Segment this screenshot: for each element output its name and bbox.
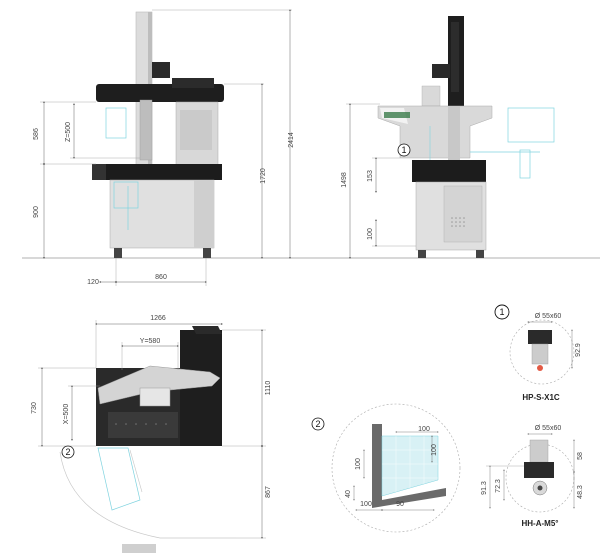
probe-two-58-label: 58: [577, 452, 584, 460]
dim-label-2414: 2414: [288, 132, 295, 148]
detail-two: 100 100 100 40 100 90 2: [311, 403, 461, 533]
dim-label-120: 120: [87, 279, 99, 286]
front-ram: [152, 62, 170, 78]
detail-two-bracket: [372, 424, 446, 508]
dim-label-900: 900: [33, 206, 40, 218]
front-beam-top: [172, 78, 214, 88]
probe-one-h-label: 92.9: [575, 343, 582, 357]
top-view: 1266 Y=580 730 X=500 1110 867 2: [31, 315, 272, 539]
probe-two-91-label: 91.3: [481, 481, 488, 495]
probe-two-joint-center: [537, 485, 543, 491]
front-bridge-beam: [96, 84, 224, 102]
side-foot-r: [476, 250, 484, 258]
side-base-panel: [443, 185, 483, 243]
dim-label-z: Z=500: [65, 122, 72, 142]
top-carriage: [139, 387, 171, 407]
marker-one-probe: [494, 304, 510, 320]
dim-label-730: 730: [31, 402, 38, 414]
side-view: 1498 153 100 1: [341, 16, 555, 259]
front-base-side: [194, 180, 214, 248]
probe-two-dia-label: Ø 55x60: [535, 425, 562, 432]
marker-two-top-label: 2: [65, 447, 70, 457]
dim-label-867: 867: [265, 486, 272, 498]
front-quill: [139, 99, 153, 161]
side-ram: [432, 64, 450, 78]
front-foot-left: [114, 248, 122, 258]
probe-two-body: [529, 439, 549, 463]
det-label-100b: 100: [355, 458, 362, 470]
top-ghost-arc: [59, 451, 236, 539]
dim-label-x: X=500: [63, 404, 70, 425]
side-vent: [451, 217, 465, 227]
marker-two-detail-label: 2: [315, 419, 320, 429]
dim-label-860: 860: [155, 274, 167, 281]
probe-one-tip: [537, 365, 543, 371]
det-label-40: 40: [345, 490, 352, 498]
probe-one-head: [528, 330, 552, 344]
top-table-inner: [108, 412, 178, 438]
front-table-top: [96, 164, 222, 180]
front-probe-ghost: [105, 107, 127, 139]
side-quill: [448, 106, 460, 162]
probe-two-name: HH-A-M5°: [522, 519, 559, 528]
probe-one-body: [531, 343, 549, 365]
side-logo: [384, 112, 410, 118]
front-probe-ghost-low: [113, 181, 139, 209]
side-ghost-probe: [519, 149, 531, 179]
detail-two-grid: [382, 436, 438, 492]
front-table-end: [92, 164, 106, 180]
probe-two-detail: Ø 55x60 58 91.3 72.3 48.3 HH-A-M5°: [481, 425, 584, 528]
dim-label-y: Y=580: [140, 338, 161, 345]
det-label-90: 90: [396, 501, 404, 508]
probe-one-detail: 1 Ø 55x60 92.9 HP-S-X1C: [494, 304, 582, 402]
side-table: [412, 160, 486, 182]
top-bridge: [97, 365, 221, 405]
scroll-indicator[interactable]: [122, 544, 156, 553]
top-ghost-line: [129, 449, 143, 493]
probe-two-48-label: 48.3: [577, 485, 584, 499]
probe-two-head: [524, 462, 554, 478]
front-bridge-inner: [180, 110, 212, 150]
side-column-face: [451, 22, 459, 92]
det-label-100d: 100: [360, 501, 372, 508]
probe-one-name: HP-S-X1C: [522, 393, 560, 402]
dim-label-1266: 1266: [150, 315, 166, 322]
top-column-cap: [192, 326, 222, 334]
det-label-100c: 100: [431, 444, 438, 456]
probe-two-72-label: 72.3: [495, 479, 502, 493]
side-probe-ghost: [507, 107, 555, 143]
side-carriage: [421, 85, 441, 107]
side-foot-l: [418, 250, 426, 258]
marker-one-side: [397, 143, 411, 157]
dim-label-100: 100: [367, 228, 374, 240]
dim-label-1110: 1110: [265, 381, 272, 396]
top-table-holes: [115, 423, 167, 425]
marker-one-probe-label: 1: [499, 307, 504, 317]
dim-label-1720: 1720: [260, 168, 267, 184]
det-label-100a: 100: [418, 426, 430, 433]
dim-label-1498: 1498: [341, 172, 348, 188]
marker-two-top: [61, 445, 75, 459]
probe-one-dia-label: Ø 55x60: [535, 313, 562, 320]
front-view: 2414 1720 586 900 Z=500 120 860: [22, 9, 600, 286]
marker-two-detail: [311, 417, 325, 431]
dim-label-153: 153: [367, 170, 374, 182]
dim-label-586: 586: [33, 128, 40, 140]
top-probe-ghost: [97, 447, 141, 511]
front-foot-right: [203, 248, 211, 258]
marker-one-side-label: 1: [401, 145, 406, 155]
